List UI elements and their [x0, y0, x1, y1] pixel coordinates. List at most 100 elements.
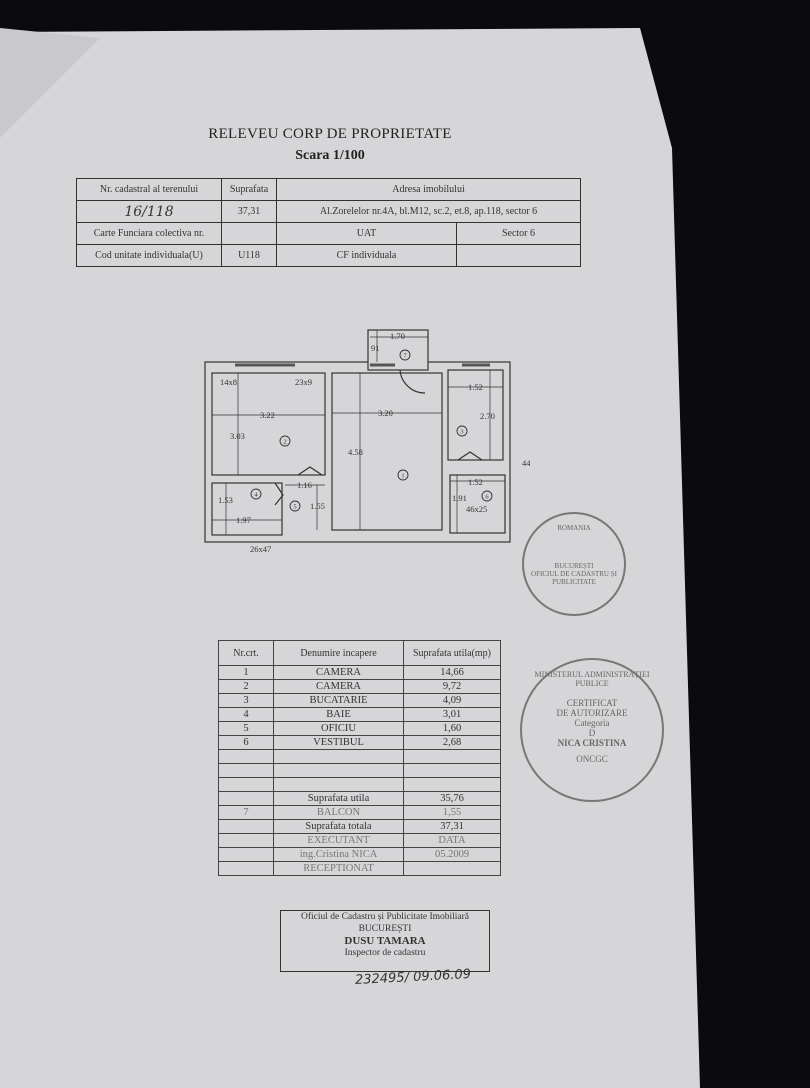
dim-r5-width: 1.16 — [297, 480, 312, 490]
row-area: 3,01 — [403, 707, 501, 722]
row-nr: 6 — [218, 735, 274, 750]
ocpi-city: BUCUREȘTI — [358, 924, 412, 934]
uat-value: Sector 6 — [456, 222, 581, 245]
uat-label: UAT — [276, 222, 457, 245]
dim-r1-width: 3.20 — [378, 408, 393, 418]
empty-row — [218, 763, 501, 778]
col-area: Suprafata utila(mp) — [403, 640, 501, 666]
dim-r6-height: 1.91 — [452, 493, 467, 503]
document-title: RELEVEU CORP DE PROPRIETATE — [208, 126, 452, 142]
dim-r3-width: 1.52 — [468, 382, 483, 392]
carte-funciara-label: Carte Funciara colectiva nr. — [76, 222, 222, 245]
room-2-marker: 2 — [283, 439, 286, 446]
room-1-marker: 1 — [401, 473, 404, 480]
ocpi-inspector-title: Inspector de cadastru — [344, 948, 426, 958]
seal-ministry-auth: DE AUTORIZARE — [556, 708, 628, 718]
empty-row — [218, 749, 501, 764]
surface-label: Suprafata — [221, 178, 277, 201]
dim-balcony-depth: 91 — [371, 343, 380, 353]
dim-r2-width: 3.22 — [260, 410, 275, 420]
cf-individuala-value — [456, 244, 581, 267]
dim-r6-corner: 46x25 — [466, 504, 487, 514]
col-nr: Nr.crt. — [218, 640, 274, 666]
row-nr: 3 — [218, 693, 274, 708]
seal-romania-top: ROMANIA — [557, 524, 591, 532]
room-6-marker: 6 — [485, 494, 489, 501]
dim-r2-height: 3.03 — [230, 431, 245, 441]
seal-romania-bottom: OFICIUL DE CADASTRU ȘI PUBLICITATE — [531, 570, 617, 586]
seal-romania-center: BUCUREȘTI — [554, 562, 594, 570]
cadastral-label: Nr. cadastral al terenului — [76, 178, 222, 201]
dim-r2-corner2: 23x9 — [295, 377, 312, 387]
room-7-marker: 7 — [403, 353, 407, 360]
row-name: CAMERA — [273, 665, 404, 680]
seal-ministry-ring: MINISTERUL ADMINISTRAȚIEI PUBLICE — [534, 670, 650, 688]
room-4-marker: 4 — [254, 492, 258, 499]
ministry-seal: MINISTERUL ADMINISTRAȚIEI PUBLICE CERTIF… — [520, 658, 664, 802]
date-label: DATA — [403, 833, 501, 848]
total-area-label: Suprafata totala — [273, 819, 404, 834]
ocpi-inspector-name: DUSU TAMARA — [344, 935, 426, 947]
property-header-table: Nr. cadastral al terenului Suprafata Adr… — [76, 178, 581, 267]
empty-row — [218, 777, 501, 792]
seal-ministry-category-label: Categoria — [574, 718, 610, 728]
col-name: Denumire incapere — [273, 640, 404, 666]
executant-label: EXECUTANT — [273, 833, 404, 848]
dim-balcony-width: 1.70 — [390, 331, 405, 341]
romania-seal: ROMANIA BUCUREȘTI OFICIUL DE CADASTRU ȘI… — [522, 512, 626, 616]
total-area-value: 37,31 — [403, 819, 501, 834]
executant-name: ing.Cristina NICA — [273, 847, 404, 862]
dim-r3-height: 2.70 — [480, 411, 495, 421]
room-3-marker: 3 — [460, 429, 463, 436]
receptionat-label: RECEPTIONAT — [273, 861, 404, 876]
dim-r4-height: 1.53 — [218, 495, 233, 505]
rooms-table: Nr.crt. Denumire incapere Suprafata util… — [218, 640, 501, 876]
balcony-label: BALCON — [273, 805, 404, 820]
dim-r5-height: 1.55 — [310, 501, 325, 511]
floor-plan: 1.70 91 14x8 23x9 3.22 3.03 3.20 4.58 1.… — [204, 329, 530, 554]
row-area: 4,09 — [403, 693, 501, 708]
cadastral-value: 16/118 — [76, 200, 222, 223]
row-nr: 2 — [218, 679, 274, 694]
dim-niche: 26x47 — [250, 544, 271, 554]
row-area: 2,68 — [403, 735, 501, 750]
seal-ministry-bottom: ONCGC — [576, 754, 608, 764]
seal-ministry-cert: CERTIFICAT — [566, 698, 618, 708]
balcony-value: 1,55 — [403, 805, 501, 820]
date-value: 05.2009 — [403, 847, 501, 862]
receptionat-row: RECEPTIONAT — [218, 861, 501, 876]
seal-ministry-category: D — [588, 728, 596, 738]
usable-area-value: 35,76 — [403, 791, 501, 806]
row-nr: 1 — [218, 665, 274, 680]
row-nr: 5 — [218, 721, 274, 736]
cf-individuala-label: CF individuala — [276, 244, 457, 267]
dim-r2-corner1: 14x8 — [220, 377, 237, 387]
row-area: 9,72 — [403, 679, 501, 694]
dim-r6-niche: 44x24 — [522, 458, 530, 468]
row-area: 1,60 — [403, 721, 501, 736]
balcony-nr: 7 — [218, 805, 274, 820]
cod-unitate-value: U118 — [221, 244, 277, 267]
row-name: BUCATARIE — [273, 693, 404, 708]
row-area: 14,66 — [403, 665, 501, 680]
ocpi-office: Oficiul de Cadastru și Publicitate Imobi… — [300, 912, 470, 922]
dim-r1-height: 4.58 — [348, 447, 363, 457]
carte-funciara-value — [221, 222, 277, 245]
row-name: VESTIBUL — [273, 735, 404, 750]
row-nr: 4 — [218, 707, 274, 722]
usable-area-label: Suprafata utila — [273, 791, 404, 806]
document-scale: Scara 1/100 — [295, 148, 365, 163]
cod-unitate-label: Cod unitate individuala(U) — [76, 244, 222, 267]
row-name: CAMERA — [273, 679, 404, 694]
surface-value: 37,31 — [221, 200, 277, 223]
dim-r4-width: 1.97 — [236, 515, 251, 525]
